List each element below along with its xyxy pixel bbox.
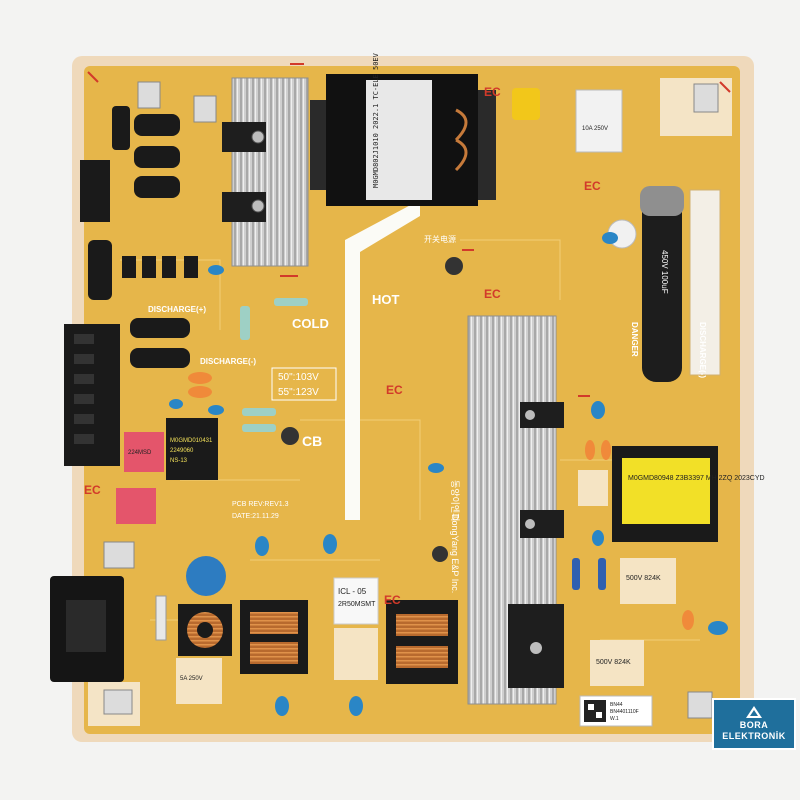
common-mode-choke-1 [240, 600, 308, 674]
qr-code [584, 700, 606, 722]
silk-voltage-55: 55":123V [278, 387, 319, 398]
slot-cutout-right [689, 189, 721, 376]
silk-date: DATE:21.11.29 [232, 513, 279, 520]
brand-logo-icon [746, 706, 762, 718]
ec-mark-5: EC [484, 287, 501, 301]
electrolytic-caps-left [88, 106, 190, 368]
ec-mark-3: EC [84, 483, 101, 497]
silk-cb: CB [302, 433, 322, 449]
yellow-label-1: M0GMD010431 [170, 438, 213, 444]
qr-text-1: BN44 [610, 702, 623, 708]
fuse [155, 595, 167, 641]
beige-x-cap-center [334, 628, 378, 680]
icl-text: ICL - 05 [338, 587, 367, 596]
voltage-box [271, 367, 337, 401]
silk-discharge-minus: DISCHARGE(-) [200, 357, 256, 366]
silk-pcb-rev: PCB REV:REV1.3 [232, 501, 289, 508]
orange-caps [188, 372, 694, 630]
silk-cold: COLD [292, 316, 329, 331]
icl-box [333, 577, 379, 625]
inductor-text: M0GMD80948 Z3B3397 MH 2ZQ 2023CYD [628, 475, 765, 482]
icl-part-text: 2R50MSMT [338, 601, 376, 608]
silk-danger: DANGER [630, 322, 639, 357]
varistor [186, 556, 226, 596]
yellow-label-2: 2249060 [170, 448, 194, 454]
main-transformer-label [366, 80, 432, 200]
film-cap-right-2 [620, 558, 676, 604]
ec-mark-6: EC [384, 593, 401, 607]
silk-discharge-plus: DISCHARGE(+) [148, 305, 206, 314]
heatsink-top [231, 77, 309, 267]
small-electrolytic-3 [432, 546, 448, 562]
mount-clips [103, 81, 719, 719]
yellow-cap-top [512, 88, 540, 120]
bulk-cap-text: 450V 100uF [660, 250, 669, 294]
silk-power-ko: 开关电源 [424, 234, 456, 244]
ec-marks: EC EC EC EC EC EC [84, 85, 601, 607]
silk-discharge-vertical: DISCHARGE(-) [698, 322, 707, 378]
bulk-capacitor [642, 190, 682, 382]
watermark-line1: BORA [739, 720, 769, 730]
x-capacitor-top [575, 89, 623, 153]
red-cap-text: 224MSD [128, 450, 152, 456]
ec-mark-2: EC [484, 85, 501, 99]
silk-manufacturer-ko: 동양이엔피 [450, 480, 460, 521]
qr-text-2: BN4401110F [610, 709, 639, 715]
small-electrolytic [281, 427, 299, 445]
silk-voltage-50: 50":103V [278, 372, 319, 383]
x-cap-text: 10A 250V [582, 126, 608, 132]
cap-500v-2: 500V 824K [596, 659, 631, 666]
qr-text-3: W.1 [610, 716, 619, 722]
transistor-row [122, 256, 198, 278]
yellow-label-3: NS-13 [170, 458, 188, 464]
common-mode-choke-2 [386, 600, 458, 684]
ceramic-caps [169, 232, 728, 716]
connector-top-left [80, 160, 110, 222]
transformer-label-text: M0GMD802J1010 2022.1 TC-ELE 50EV [372, 52, 380, 188]
cap-500v-1: 500V 824K [626, 575, 661, 582]
watermark-line2: ELEKTRONİK [722, 731, 786, 741]
ec-mark-1: EC [584, 179, 601, 193]
red-film-cap-2 [116, 488, 156, 524]
silk-hot: HOT [372, 292, 400, 307]
watermark-badge: BORA ELEKTRONİK [712, 698, 796, 750]
relay-text-1: 5A 250V [180, 676, 203, 682]
ec-mark-4: EC [386, 383, 403, 397]
film-cap-right-3 [590, 640, 644, 686]
resistors [240, 298, 606, 590]
black-yellow-component [166, 418, 218, 480]
small-electrolytic-2 [445, 257, 463, 275]
film-cap-right-1 [578, 470, 608, 506]
red-markings [87, 63, 731, 397]
silk-manufacturer: DongYang E&P Inc. [450, 514, 460, 593]
transformer-pins [310, 90, 496, 200]
toroid-choke [178, 604, 232, 656]
beige-x-cap-left [176, 658, 222, 704]
isolation-band [345, 200, 420, 520]
red-film-cap-1 [124, 432, 164, 472]
